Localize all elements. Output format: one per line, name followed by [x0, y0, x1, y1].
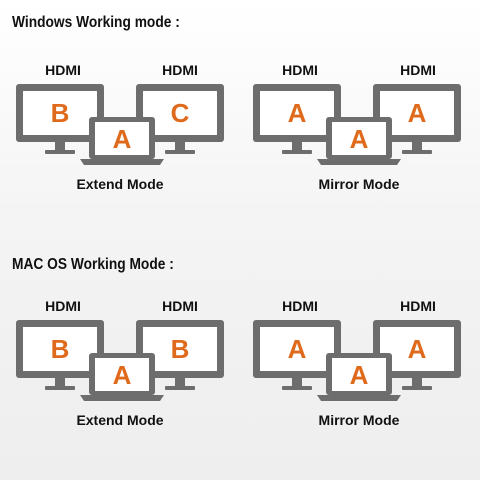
screen-letter: A — [350, 360, 369, 390]
hdmi-label-right: HDMI — [400, 298, 436, 314]
windows-section-title: Windows Working mode : — [12, 14, 180, 31]
monitor-neck — [175, 142, 185, 150]
screen-letter: A — [408, 334, 427, 364]
screen-letter: A — [350, 124, 369, 154]
left-monitor: A — [253, 84, 341, 154]
monitor-screen — [380, 327, 454, 371]
monitor-base — [402, 386, 432, 390]
laptop: A — [80, 117, 164, 165]
hdmi-label-left: HDMI — [45, 298, 81, 314]
monitor-base — [282, 386, 312, 390]
monitor-neck — [55, 142, 65, 150]
laptop-base — [80, 159, 164, 165]
laptop-screen — [332, 122, 386, 155]
laptop-base — [317, 395, 401, 401]
monitor-neck — [292, 378, 302, 386]
mirror-mode-label: Mirror Mode — [318, 176, 400, 192]
screen-letter: B — [51, 334, 70, 364]
extend-mode-label: Extend Mode — [76, 412, 164, 428]
extend-mode-label: Extend Mode — [76, 176, 164, 192]
hdmi-label-right: HDMI — [162, 62, 198, 78]
monitor-base — [165, 150, 195, 154]
hdmi-label-left: HDMI — [282, 62, 318, 78]
monitor-screen — [260, 327, 334, 371]
laptop: A — [317, 117, 401, 165]
left-monitor: B — [16, 84, 104, 154]
monitor-screen — [143, 91, 217, 135]
monitor-screen — [23, 91, 97, 135]
laptop-base — [80, 395, 164, 401]
right-monitor: A — [373, 320, 461, 390]
monitor-screen — [143, 327, 217, 371]
screen-letter: A — [288, 98, 307, 128]
screen-letter: B — [51, 98, 70, 128]
laptop: A — [80, 353, 164, 401]
laptop-screen — [332, 358, 386, 391]
mirror-mode-label: Mirror Mode — [318, 412, 400, 428]
monitor-neck — [292, 142, 302, 150]
right-monitor: C — [136, 84, 224, 154]
screen-letter: A — [408, 98, 427, 128]
monitor-screen — [380, 91, 454, 135]
monitor-neck — [175, 378, 185, 386]
laptop-base — [317, 159, 401, 165]
monitor-base — [402, 150, 432, 154]
screen-letter: A — [113, 124, 132, 154]
hdmi-label-left: HDMI — [282, 298, 318, 314]
monitor-neck — [412, 378, 422, 386]
laptop: A — [317, 353, 401, 401]
monitor-base — [45, 386, 75, 390]
left-monitor: B — [16, 320, 104, 390]
monitor-base — [165, 386, 195, 390]
screen-letter: A — [288, 334, 307, 364]
monitor-base — [45, 150, 75, 154]
monitor-screen — [23, 327, 97, 371]
laptop-screen — [95, 122, 149, 155]
monitor-neck — [55, 378, 65, 386]
mac-section-title: MAC OS Working Mode : — [12, 256, 174, 273]
monitor-base — [282, 150, 312, 154]
hdmi-label-right: HDMI — [162, 298, 198, 314]
left-monitor: A — [253, 320, 341, 390]
right-monitor: A — [373, 84, 461, 154]
screen-letter: B — [171, 334, 190, 364]
monitor-neck — [412, 142, 422, 150]
hdmi-label-right: HDMI — [400, 62, 436, 78]
monitor-screen — [260, 91, 334, 135]
right-monitor: B — [136, 320, 224, 390]
screen-letter: C — [171, 98, 190, 128]
screen-letter: A — [113, 360, 132, 390]
hdmi-label-left: HDMI — [45, 62, 81, 78]
laptop-screen — [95, 358, 149, 391]
